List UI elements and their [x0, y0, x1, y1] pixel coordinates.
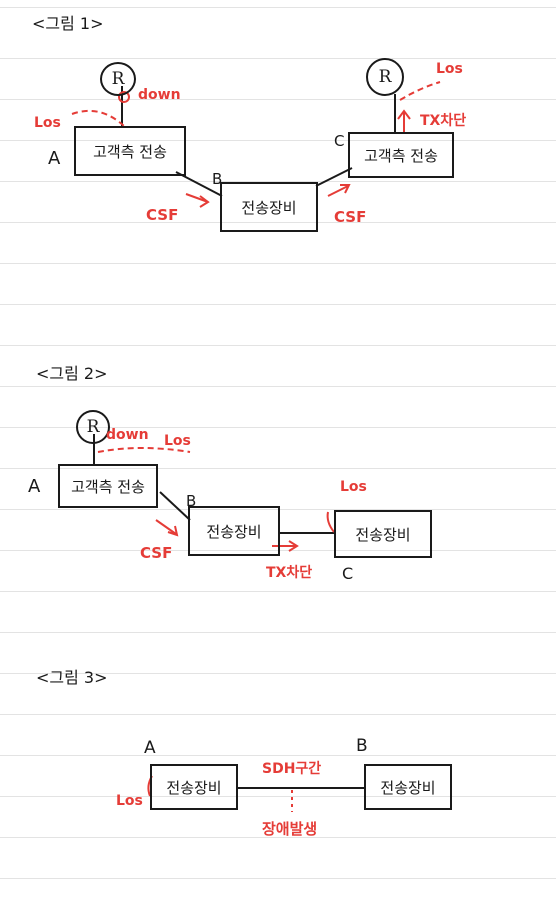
fig3-label-los: Los	[116, 793, 143, 809]
fig2-box-a: 고객측 전송	[58, 464, 158, 508]
fig1-node-c: C	[334, 132, 345, 150]
fig1-box-b: 전송장비	[220, 182, 318, 232]
fig3-node-a: A	[144, 738, 156, 758]
fig1-label-los-left: Los	[34, 115, 61, 131]
fig1-csf-arrow-right	[327, 185, 349, 197]
fig1-label-los-right: Los	[436, 61, 463, 77]
fig3-label-fault: 장애발생	[262, 820, 318, 838]
fig2-node-a: A	[28, 476, 41, 497]
fig2-title: <그림 2>	[36, 364, 108, 383]
fig1-node-b: B	[212, 170, 223, 188]
fig3-node-b: B	[356, 736, 368, 756]
fig2-los-hook	[326, 511, 335, 533]
fig2-label-los-c: Los	[340, 479, 367, 495]
fig2-csf-arrow	[155, 519, 177, 535]
fig2-box-b: 전송장비	[188, 506, 280, 556]
fig1-router-left: R	[100, 62, 136, 96]
fig1-label-down: down	[138, 87, 181, 103]
fig2-label-los-top: Los	[164, 433, 191, 449]
fig2-node-b: B	[186, 492, 197, 510]
fig3-box-b: 전송장비	[364, 764, 452, 810]
fig1-title: <그림 1>	[32, 14, 104, 33]
fig1-los-arc-right	[399, 81, 441, 101]
fig2-node-c: C	[342, 564, 354, 583]
fig3-label-sdh: SDH구간	[262, 761, 322, 777]
fig2-link-a-b	[159, 491, 191, 521]
fig1-csf-arrow-left	[185, 193, 209, 203]
fig1-label-csf-left: CSF	[146, 206, 179, 224]
fig2-los-line	[97, 447, 191, 453]
fig1-router-right: R	[366, 58, 404, 96]
fig2-box-c: 전송장비	[334, 510, 432, 558]
fig1-node-a: A	[48, 148, 61, 169]
fig2-label-tx-block: TX차단	[266, 565, 313, 581]
fig1-box-a: 고객측 전송	[74, 126, 186, 176]
fig1-link-b-c	[315, 167, 353, 187]
fig3-box-a: 전송장비	[150, 764, 238, 810]
fig2-label-csf: CSF	[140, 544, 173, 562]
fig1-los-arc-left	[71, 110, 125, 127]
fig1-link-a-b	[175, 171, 223, 197]
fig1-label-csf-right: CSF	[334, 208, 367, 226]
fig2-label-down: down	[106, 427, 149, 443]
fig3-title: <그림 3>	[36, 668, 108, 687]
fig1-box-c: 고객측 전송	[348, 132, 454, 178]
fig2-router: R	[76, 410, 110, 444]
fig1-label-tx-block: TX차단	[420, 113, 467, 129]
